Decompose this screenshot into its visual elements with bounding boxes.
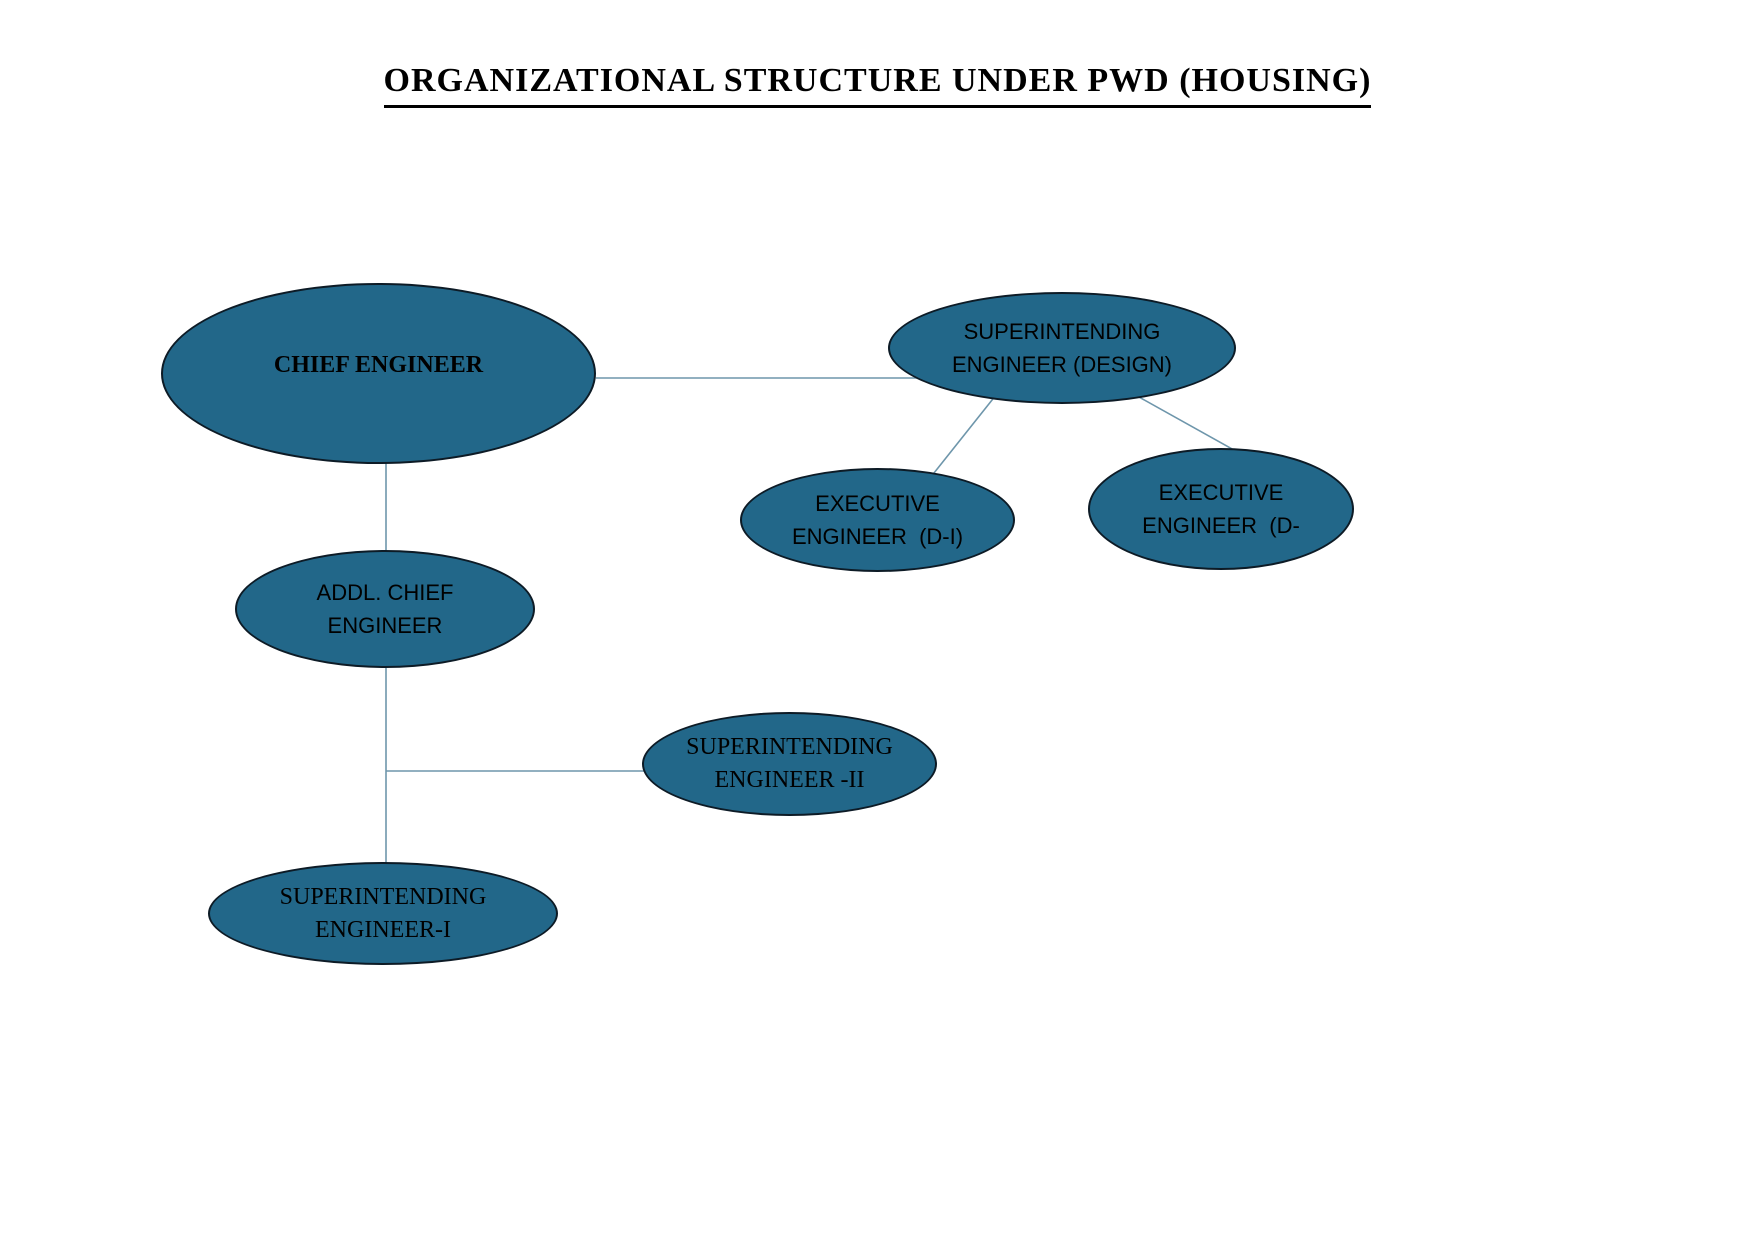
node-superintending-engineer-design: SUPERINTENDING ENGINEER (DESIGN) bbox=[888, 292, 1236, 404]
connector-se-design-to-ee-d1 bbox=[929, 389, 1001, 479]
node-addl-chief-engineer-label-line1: ADDL. CHIEF bbox=[316, 580, 454, 605]
node-superintending-engineer-2-label-line2: ENGINEER -II bbox=[714, 767, 865, 793]
node-executive-engineer-d1-label-line2: ENGINEER (D-I) bbox=[791, 524, 964, 549]
page-title: ORGANIZATIONAL STRUCTURE UNDER PWD (HOUS… bbox=[0, 62, 1755, 108]
node-executive-engineer-d2-label-line2: ENGINEER (D- bbox=[1142, 513, 1300, 538]
page-title-text: ORGANIZATIONAL STRUCTURE UNDER PWD (HOUS… bbox=[383, 62, 1372, 108]
node-executive-engineer-d2: EXECUTIVE ENGINEER (D- bbox=[1088, 448, 1354, 570]
node-executive-engineer-d1: EXECUTIVE ENGINEER (D-I) bbox=[740, 468, 1015, 572]
node-superintending-engineer-design-label-line1: SUPERINTENDING bbox=[963, 319, 1161, 344]
node-superintending-engineer-2: SUPERINTENDING ENGINEER -II bbox=[642, 712, 937, 816]
node-executive-engineer-d2-label-line1: EXECUTIVE bbox=[1158, 480, 1284, 505]
node-executive-engineer-d1-label-line1: EXECUTIVE bbox=[815, 491, 940, 516]
node-superintending-engineer-1-label-line2: ENGINEER-I bbox=[315, 916, 451, 943]
node-addl-chief-engineer: ADDL. CHIEF ENGINEER bbox=[235, 550, 535, 668]
node-superintending-engineer-design-label-line2: ENGINEER (DESIGN) bbox=[951, 352, 1173, 377]
node-superintending-engineer-1: SUPERINTENDING ENGINEER-I bbox=[208, 862, 558, 965]
node-addl-chief-engineer-label-line2: ENGINEER bbox=[327, 613, 443, 638]
node-chief-engineer: CHIEF ENGINEER bbox=[161, 283, 596, 464]
node-superintending-engineer-2-label-line1: SUPERINTENDING bbox=[686, 734, 893, 760]
node-chief-engineer-label: CHIEF ENGINEER bbox=[273, 351, 484, 378]
node-superintending-engineer-1-label-line1: SUPERINTENDING bbox=[279, 883, 487, 910]
